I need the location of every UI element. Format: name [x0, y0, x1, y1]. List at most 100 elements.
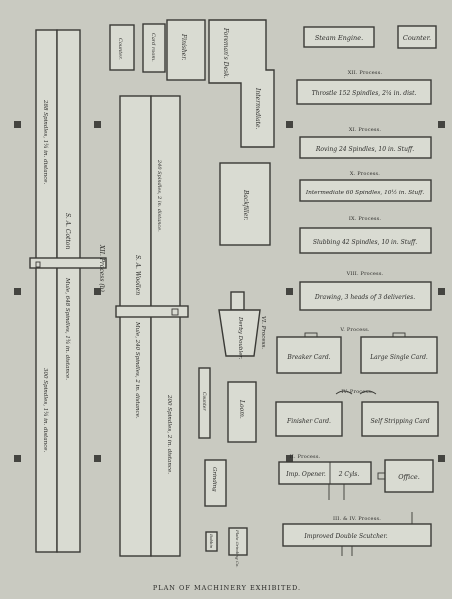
left-mule: 288 Spindles, 1¾ in. distance. 300 Spind… — [29, 29, 107, 553]
finisher-label: Finisher. — [180, 33, 187, 61]
derby-doubler-box — [218, 309, 261, 357]
column-post — [286, 455, 293, 462]
column-post — [286, 288, 293, 295]
throstle-label: Throstle 152 Spindles, 2¼ in. dist. — [312, 90, 417, 97]
left-mule-headstock — [29, 257, 107, 269]
foremans-desk-box — [208, 19, 275, 148]
drawing-box — [299, 281, 432, 311]
large-single-card-label: Large Single Card. — [369, 354, 428, 361]
bobbin-label: Bobbin — [209, 533, 214, 549]
column-post — [94, 121, 101, 128]
imp-opener-label: Imp. Opener. — [285, 471, 326, 478]
self-stripping-card-label: Self Stripping Card — [370, 418, 429, 425]
scutcher-label: Improved Double Scutcher. — [303, 533, 387, 540]
finisher-card-box — [275, 401, 343, 437]
column-post — [14, 288, 21, 295]
roving-label: Roving 24 Spindles, 10 in. Stuff. — [315, 146, 414, 153]
process-v-heading: V. Process. — [339, 327, 370, 333]
scutcher-box — [282, 523, 432, 547]
plan-caption: PLAN OF MACHINERY EXHIBITED. — [153, 584, 301, 592]
slubbing-label: Slubbing 42 Spindles, 10 in. Stuff. — [313, 239, 417, 246]
process-x-heading: X. Process. — [350, 171, 380, 177]
backfiller-label: Backfiller. — [242, 189, 249, 221]
card-connector — [335, 390, 377, 395]
center-mule-frame-b — [150, 95, 181, 557]
grinding-box — [204, 459, 227, 507]
steam-engine-box — [303, 26, 375, 48]
roving-box — [299, 136, 432, 159]
left-mule-spindles-lower: 300 Spindles, 1¾ in. distance. — [42, 368, 49, 453]
counter-top-right — [397, 25, 437, 49]
loom-label: Loom. — [238, 399, 245, 419]
plate-grinding-label: Plate Grinding Co. — [235, 529, 240, 567]
sa-woollen-label: S. A. Woollen — [134, 255, 141, 295]
cards: V. Process. Breaker Card. Large Single C… — [275, 327, 439, 437]
woollen-mule-label: Mule, 240 Spindles, 2 in. distance. — [134, 321, 140, 419]
column-post — [94, 288, 101, 295]
intermediate-label: Intermediate. — [254, 87, 261, 130]
center-mule-gear — [171, 308, 179, 316]
cardroom-box — [142, 23, 166, 73]
counter-top-left — [109, 24, 135, 71]
grinding-label: Grinding — [211, 467, 217, 492]
column-post — [94, 455, 101, 462]
counter-mid-label: Counter — [201, 392, 207, 411]
column-post — [14, 455, 21, 462]
right-column: Steam Engine. Counter. XII. Process. Thr… — [296, 25, 437, 311]
openers: II. Process. Imp. Opener. 2 Cyls. Office… — [278, 454, 434, 556]
opener-cyls-label: 2 Cyls. — [338, 471, 360, 478]
breaker-card-feed — [304, 332, 318, 338]
office-box — [384, 459, 434, 493]
drawing-label: Drawing, 3 heads of 3 deliveries. — [314, 294, 415, 301]
self-stripping-card-box — [361, 401, 439, 437]
office-door — [377, 472, 386, 480]
foremans-desk-label: Foreman's Desk. — [222, 27, 229, 79]
mid-machines: Counter Loom. Grinding Bobbin Plate Grin… — [198, 367, 257, 567]
column-post — [438, 121, 445, 128]
process-xii-heading: XII. Process. — [348, 70, 383, 76]
process-iii-iv-heading: III. & IV. Process. — [333, 516, 381, 522]
plate-grinding-box — [228, 527, 248, 556]
process-ix-heading: IX. Process. — [349, 216, 382, 222]
column-post — [438, 455, 445, 462]
cotton-mule-label: Mule, 648 Spindles, 1¾ in. distance. — [64, 277, 71, 380]
large-single-card-box — [360, 336, 438, 374]
center-mule-top-label: 240 Spindles, 2 in. distance. — [156, 159, 162, 232]
left-mule-spindles-label: 288 Spindles, 1¾ in. distance. — [42, 99, 49, 185]
column-post — [438, 288, 445, 295]
columns — [14, 121, 445, 462]
counter-mid-box — [198, 367, 211, 439]
center-mule-headstock — [115, 305, 189, 318]
derby-doubler-label: Derby Doubler. — [237, 316, 243, 359]
left-mule-frame-b — [56, 29, 81, 553]
center-mule-bottom-label: 200 Spindles, 2 in. distance. — [166, 394, 172, 474]
center-mule: 240 Spindles, 2 in. distance. S. A. Wool… — [115, 95, 189, 557]
large-single-card-feed — [392, 332, 406, 338]
throstle-box — [296, 79, 432, 105]
breaker-card-label: Breaker Card. — [286, 354, 330, 361]
sa-cotton-label: S. A. Cotton — [64, 213, 71, 249]
process-ii-heading: II. Process. — [290, 454, 321, 460]
backfiller-box — [219, 162, 271, 246]
column-post — [286, 121, 293, 128]
finisher-card-label: Finisher Card. — [286, 418, 331, 425]
counter-top-left-label: Counter. — [117, 38, 123, 60]
bobbin-box — [205, 531, 218, 552]
loom-box — [227, 381, 257, 443]
derby-doubler-head — [230, 291, 245, 311]
xii-process-b: XII. Process (b). — [98, 244, 105, 294]
intermediate-frame-label: Intermediate 60 Spindles, 10½ in. Stuff. — [305, 189, 425, 196]
process-viii-heading: VIII. Process. — [346, 271, 384, 277]
breaker-card-box — [276, 336, 342, 374]
derby-doubler: Derby Doubler. VI. Process. — [218, 291, 266, 359]
cardroom-label: Card room. — [150, 33, 156, 62]
counter-top-right-label: Counter. — [403, 34, 431, 42]
process-iv-heading: IV. Process. — [341, 389, 373, 395]
steam-engine-label: Steam Engine. — [315, 34, 363, 42]
column-post — [14, 121, 21, 128]
intermediate-frame-box — [299, 179, 432, 202]
top-cluster: Counter. Card room. Finisher. Foreman's … — [109, 19, 275, 246]
process-vi-label: VI. Process. — [260, 316, 266, 349]
opener-box — [278, 461, 372, 485]
